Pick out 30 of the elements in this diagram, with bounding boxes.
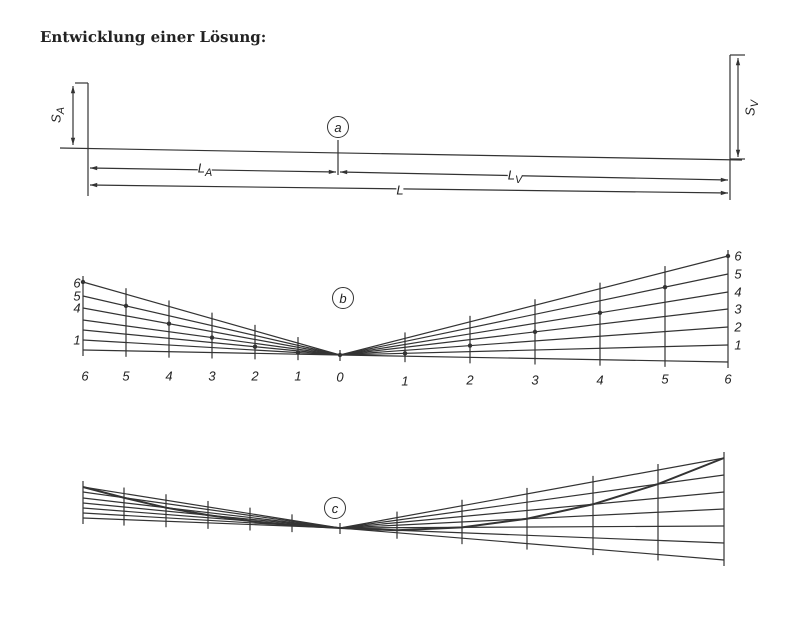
scale-number: 4 [165,370,173,382]
scale-number: 6 [73,276,81,290]
scale-number: 5 [73,290,81,302]
dimension-label: L$_{A}$ [198,161,212,179]
scale-number: 6 [734,250,742,262]
scale-number: 1 [734,338,742,352]
scale-number: 2 [251,370,259,382]
scale-number: 6 [724,372,732,386]
scale-number: 1 [73,334,81,346]
scale-number: 2 [734,320,742,334]
scale-number: 3 [531,374,539,386]
scale-number: 3 [734,302,742,316]
panel-letter: c [324,497,346,519]
scale-number: 1 [401,374,409,388]
dimension-label: L$_{V}$ [508,168,522,186]
scale-number: 1 [294,370,302,382]
scale-number: 2 [466,374,474,386]
scale-number: 0 [336,370,344,384]
scale-number: 6 [81,370,89,382]
scale-number: 5 [734,268,742,280]
scale-number: 5 [122,370,130,382]
panel-letter: b [332,287,354,309]
scale-number: 4 [596,374,604,386]
scale-number: 4 [73,302,81,314]
panel-letter: a [327,116,349,138]
heading: Entwicklung einer Lösung: [40,28,266,46]
scale-number: 5 [661,372,669,386]
scale-number: 3 [208,370,216,382]
dimension-label: L [396,184,404,196]
scale-number: 4 [734,286,742,298]
